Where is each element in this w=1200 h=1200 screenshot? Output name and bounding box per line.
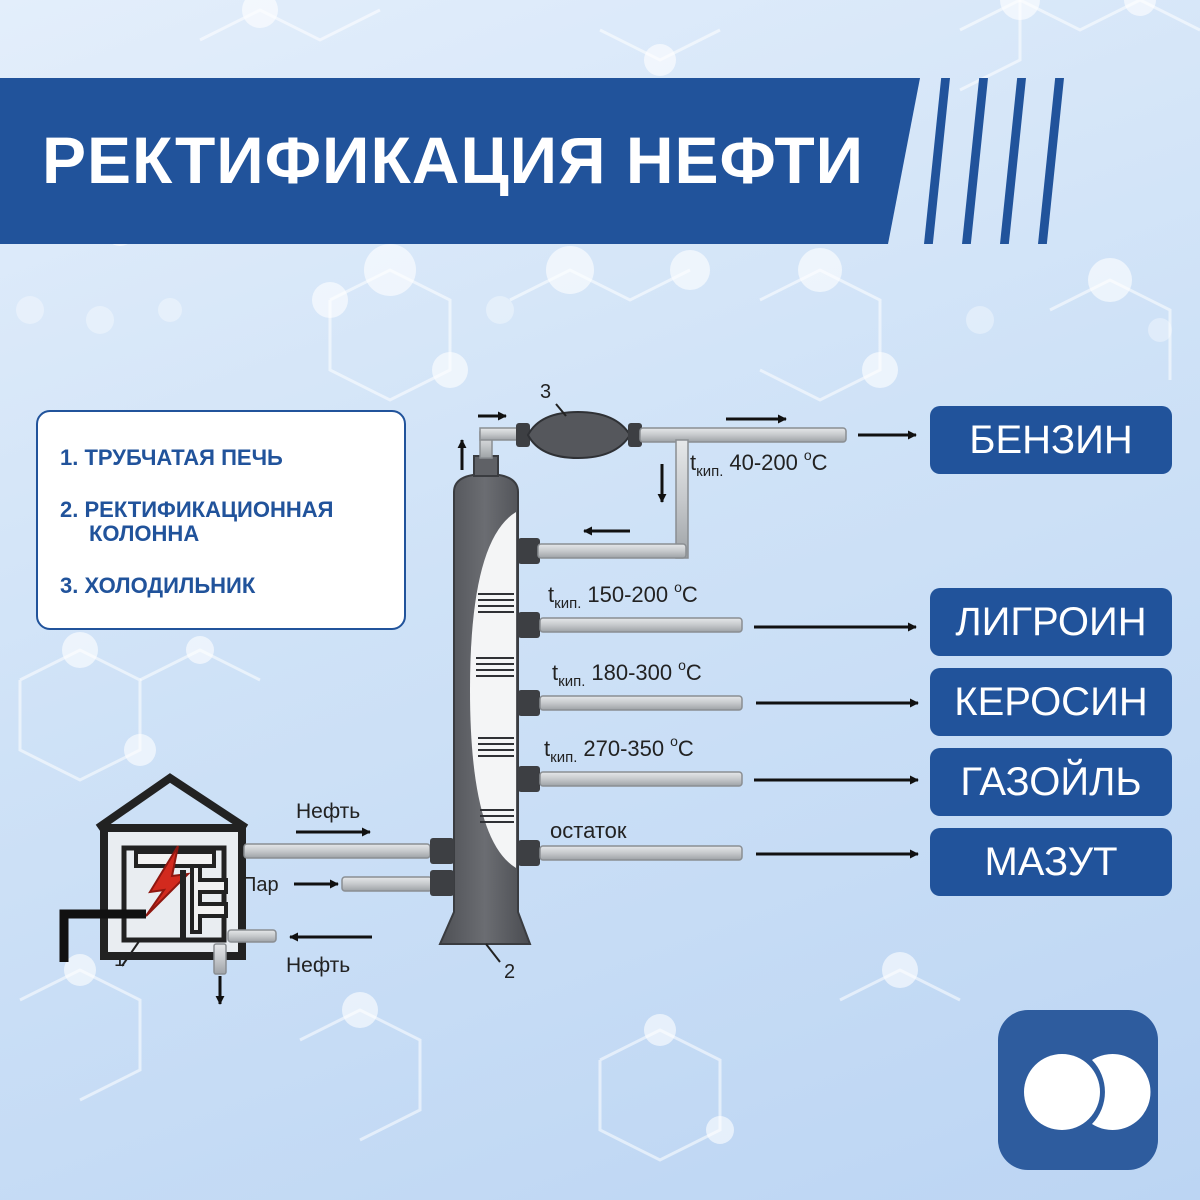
brand-logo xyxy=(998,1010,1158,1170)
legend-box: 1. ТРУБЧАТАЯ ПЕЧЬ 2. РЕКТИФИКАЦИОННАЯ КО… xyxy=(36,410,406,630)
product-ligroin: ЛИГРОИН xyxy=(930,588,1172,656)
cooler-assembly: 3 xyxy=(479,381,847,559)
product-mazut: МАЗУТ xyxy=(930,828,1172,896)
residue-label: остаток xyxy=(550,818,627,843)
column-marker: 2 xyxy=(504,961,515,983)
steam-pipe xyxy=(341,876,433,892)
cooler-marker: 3 xyxy=(540,381,551,403)
product-kerosin: КЕРОСИН xyxy=(930,668,1172,736)
legend-item-cooler: 3. ХОЛОДИЛЬНИК xyxy=(60,573,256,598)
side-draw-pipes xyxy=(539,617,743,861)
product-gasoil: ГАЗОЙЛЬ xyxy=(930,748,1172,816)
oil-return-label: Нефть xyxy=(286,954,350,977)
header-banner xyxy=(0,78,920,244)
oil-in-label: Нефть xyxy=(296,800,360,823)
product-benzin: БЕНЗИН xyxy=(930,406,1172,474)
legend-item-column: 2. РЕКТИФИКАЦИОННАЯ КОЛОННА xyxy=(60,497,334,546)
rectification-column: 2 xyxy=(430,455,540,983)
steam-label: Пар xyxy=(242,874,279,896)
furnace-marker: 1 xyxy=(114,949,125,971)
page-title: РЕКТИФИКАЦИЯ НЕФТИ xyxy=(42,123,865,197)
tube-furnace: 1 xyxy=(59,773,431,1005)
two-circles-logo-icon xyxy=(1024,1054,1151,1130)
legend-item-furnace: 1. ТРУБЧАТАЯ ПЕЧЬ xyxy=(60,445,283,470)
